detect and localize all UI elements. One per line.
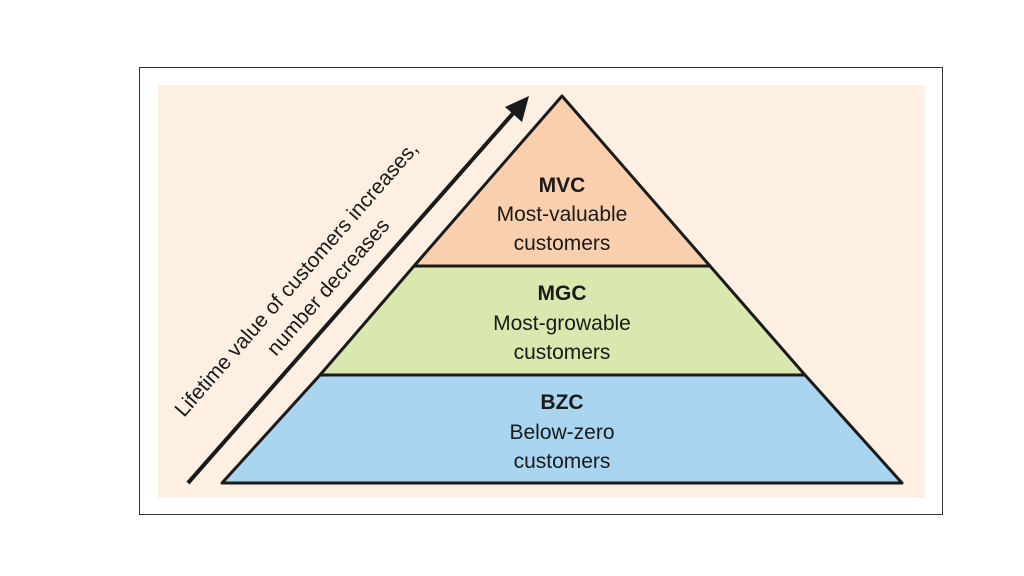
tier-mgc-abbr: MGC xyxy=(538,282,587,305)
value-arrow-line xyxy=(186,108,518,485)
tier-bzc-line2: customers xyxy=(514,450,611,473)
tier-mgc-line2: customers xyxy=(514,341,611,364)
tier-mvc-line2: customers xyxy=(514,232,611,255)
tier-bzc-line1: Below-zero xyxy=(509,421,614,444)
tier-mvc-line1: Most-valuable xyxy=(497,203,628,226)
tier-bzc-abbr: BZC xyxy=(540,391,583,414)
tier-mvc-abbr: MVC xyxy=(539,174,586,197)
tier-bzc-shape xyxy=(220,373,904,485)
tier-mgc-line1: Most-growable xyxy=(493,312,631,335)
arrow-head-icon xyxy=(505,96,529,122)
